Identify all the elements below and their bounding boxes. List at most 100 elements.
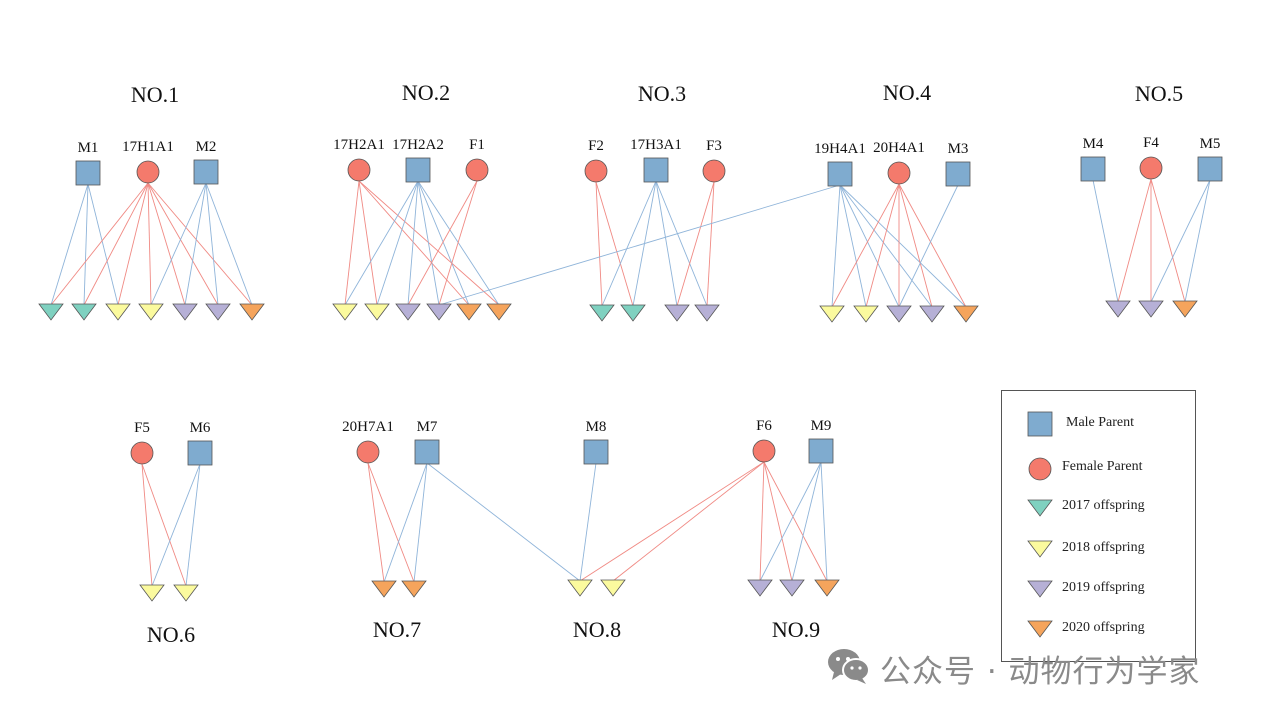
male-parent-M9 xyxy=(808,438,834,464)
legend-symbol-2020 xyxy=(1027,620,1053,638)
edge-F4-to-no5-offspring-1 xyxy=(1117,178,1152,303)
female-parent-F6 xyxy=(752,439,776,463)
edge-19H4A1-to-no4-offspring-5 xyxy=(839,184,967,308)
family-title-no9: NO.9 xyxy=(772,617,820,642)
wechat-icon xyxy=(826,646,872,691)
edge-20H4A1-to-no4-offspring-2 xyxy=(865,183,900,308)
edge-M8-to-no8-offspring-1 xyxy=(579,462,597,582)
parent-label-M2: M2 xyxy=(196,139,217,155)
family-title-no6: NO.6 xyxy=(147,622,195,647)
family-title-no4: NO.4 xyxy=(883,80,931,105)
offspring-2020-no7-1 xyxy=(371,580,397,598)
edge-17H3A1-to-no3-offspring-4 xyxy=(655,180,708,307)
edge-20H4A1-to-no4-offspring-4 xyxy=(898,183,933,308)
legend-symbols xyxy=(1027,411,1053,638)
offspring-2019-no9-2 xyxy=(779,579,805,597)
female-parent-17H1A1 xyxy=(136,160,160,184)
edge-17H1A1-to-no1-offspring-7 xyxy=(147,182,253,306)
parent-label-M7: M7 xyxy=(417,419,438,435)
edge-17H1A1-to-no1-offspring-2 xyxy=(83,182,149,306)
male-parent-M2 xyxy=(193,159,219,185)
edge-17H1A1-to-no1-offspring-1 xyxy=(50,182,149,306)
offspring-2019-no9-1 xyxy=(747,579,773,597)
edge-17H3A1-to-no3-offspring-1 xyxy=(601,180,657,307)
parent-label-M3: M3 xyxy=(948,141,969,157)
family-title-no3: NO.3 xyxy=(638,81,686,106)
offspring-2020-no1-7 xyxy=(239,303,265,321)
edge-F4-to-no5-offspring-3 xyxy=(1150,178,1186,303)
edge-17H2A2-to-no2-offspring-4 xyxy=(417,180,440,306)
male-parent-M4 xyxy=(1080,156,1106,182)
offspring-2018-no2-1 xyxy=(332,303,358,321)
offspring-2020-no4-5 xyxy=(953,305,979,323)
male-parent-17H3A1 xyxy=(643,157,669,183)
edge-M5-to-no5-offspring-3 xyxy=(1184,179,1211,303)
edge-17H2A2-to-no2-offspring-3 xyxy=(407,180,419,306)
legend-symbol-2018 xyxy=(1027,540,1053,558)
edge-17H2A2-to-no2-offspring-5 xyxy=(417,180,470,306)
offspring-2018-no8-1 xyxy=(567,579,593,597)
edge-M6-to-no6-offspring-1 xyxy=(151,463,201,587)
offspring-2020-no7-2 xyxy=(401,580,427,598)
edge-17H2A1-to-no2-offspring-6 xyxy=(358,180,500,306)
edge-F6-to-no8-offspring-1 xyxy=(579,461,765,582)
edge-F2-to-no3-offspring-1 xyxy=(595,181,603,307)
offspring-2018-no2-2 xyxy=(364,303,390,321)
edge-17H2A1-to-no2-offspring-2 xyxy=(358,180,378,306)
offspring-2019-no3-3 xyxy=(664,304,690,322)
parent-label-19H4A1: 19H4A1 xyxy=(814,141,866,157)
edge-17H2A1-to-no2-offspring-1 xyxy=(344,180,360,306)
edge-F6-to-no9-offspring-1 xyxy=(759,461,765,582)
watermark: 公众号 · 动物行为学家 xyxy=(826,646,1201,690)
offspring-2020-no2-6 xyxy=(486,303,512,321)
edge-F1-to-no2-offspring-4 xyxy=(438,180,478,306)
parent-label-17H3A1: 17H3A1 xyxy=(630,137,682,153)
male-parent-M7 xyxy=(414,439,440,465)
offspring-2018-no6-2 xyxy=(173,584,199,602)
edge-17H1A1-to-no1-offspring-6 xyxy=(147,182,219,306)
edge-M1-to-no1-offspring-3 xyxy=(87,183,119,306)
male-parent-M3 xyxy=(945,161,971,187)
offspring-2019-no2-4 xyxy=(426,303,452,321)
edge-19H4A1-to-no4-offspring-4 xyxy=(839,184,933,308)
female-parent-F2 xyxy=(584,159,608,183)
legend-label-2017: 2017 offspring xyxy=(1062,498,1145,513)
legend-label-2019: 2019 offspring xyxy=(1062,580,1145,595)
offspring-2017-no3-1 xyxy=(589,304,615,322)
edge-20H7A1-to-no7-offspring-2 xyxy=(367,462,415,583)
edge-F5-to-no6-offspring-2 xyxy=(141,463,187,587)
male-parent-M8 xyxy=(583,439,609,465)
edge-17H1A1-to-no1-offspring-3 xyxy=(117,182,149,306)
edge-M2-to-no1-offspring-7 xyxy=(205,182,253,306)
edge-M2-to-no1-offspring-5 xyxy=(184,182,207,306)
female-parent-17H2A1 xyxy=(347,158,371,182)
parent-label-M1: M1 xyxy=(78,140,99,156)
offspring-2019-no1-6 xyxy=(205,303,231,321)
edge-M9-to-no9-offspring-2 xyxy=(791,461,822,582)
parent-label-F2: F2 xyxy=(588,138,604,154)
offspring-2018-no1-4 xyxy=(138,303,164,321)
parent-label-M9: M9 xyxy=(811,418,832,434)
edge-M7-to-no8-offspring-1 xyxy=(426,462,581,582)
male-parent-M1 xyxy=(75,160,101,186)
offspring-2019-no5-1 xyxy=(1105,300,1131,318)
offspring-2017-no1-2 xyxy=(71,303,97,321)
edge-M3-to-no4-offspring-3 xyxy=(898,184,959,308)
edge-F6-to-no8-offspring-2 xyxy=(612,461,765,582)
legend-label-2020: 2020 offspring xyxy=(1062,620,1145,635)
legend-symbol-2019 xyxy=(1027,580,1053,598)
family-title-no7: NO.7 xyxy=(373,617,421,642)
edge-19H4A1-to-no4-offspring-2 xyxy=(839,184,867,308)
parent-label-F6: F6 xyxy=(756,418,772,434)
offspring-2018-no8-2 xyxy=(600,579,626,597)
edge-17H2A2-to-no2-offspring-6 xyxy=(417,180,500,306)
edge-17H1A1-to-no1-offspring-4 xyxy=(147,182,152,306)
legend-symbol-2017 xyxy=(1027,499,1053,517)
offspring-2020-no9-3 xyxy=(814,579,840,597)
edge-M9-to-no9-offspring-3 xyxy=(820,461,828,582)
legend-label-male: Male Parent xyxy=(1066,415,1135,430)
edge-17H1A1-to-no1-offspring-5 xyxy=(147,182,186,306)
offspring-2019-no1-5 xyxy=(172,303,198,321)
